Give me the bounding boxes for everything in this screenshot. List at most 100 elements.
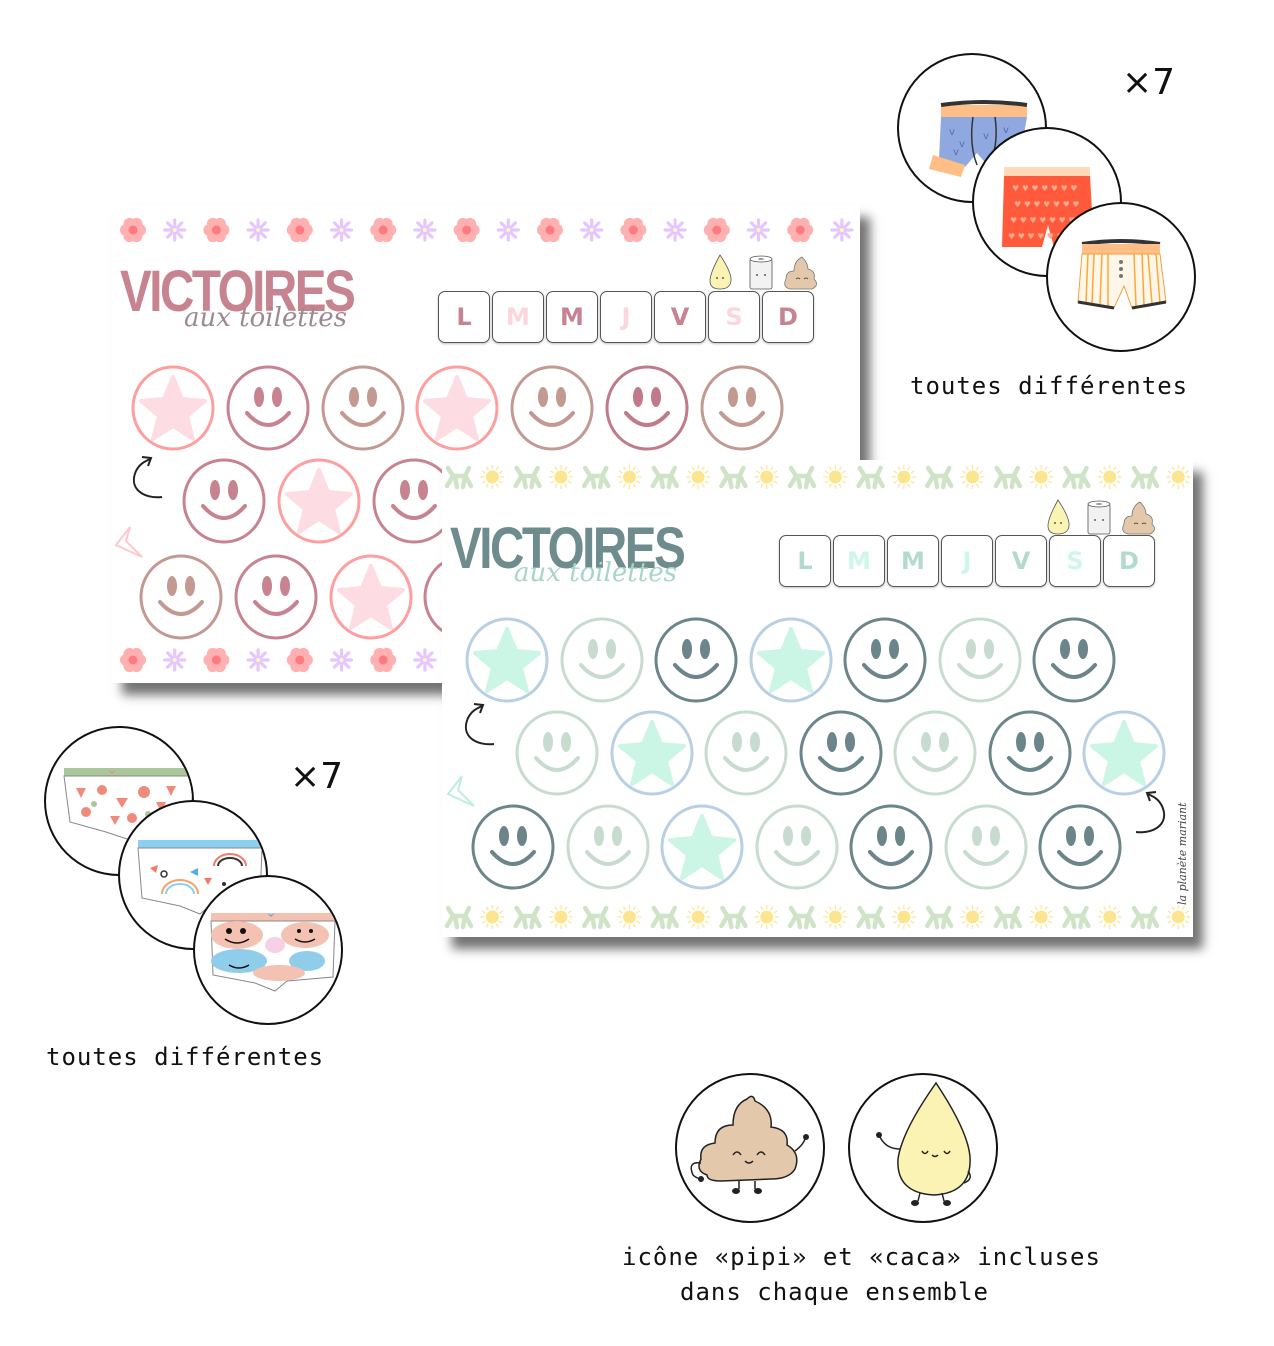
svg-text:v: v [959,139,965,150]
quantity-multiplier: ×7 [1122,62,1176,103]
sun-icon [823,905,848,929]
flower-icon [203,647,230,673]
flower-icon [703,217,730,243]
sun-icon [960,465,985,489]
chart-title: VICTOIRES [450,516,686,581]
weekday-box: D [762,291,814,343]
svg-text:v: v [949,127,955,138]
smiley-token-icon [987,710,1073,796]
sun-icon [1097,905,1122,929]
sun-icon [891,905,916,929]
curved-arrow-icon [465,703,495,746]
smiley-token-icon [943,804,1029,890]
mascots [1040,498,1180,538]
balloon-dog-icon [787,905,817,930]
star-token-icon [328,554,414,640]
smiley-token-icon [703,710,789,796]
icons-caption-line2: dans chaque ensemble [680,1278,989,1306]
smiley-token-icon [1031,617,1117,703]
toilet-paper-icon [749,255,773,290]
smiley-token-icon [798,710,884,796]
smiley-token-icon [653,617,739,703]
balloon-dog-icon [650,905,680,930]
balloon-dog-icon [924,905,954,930]
flower-icon [286,647,313,673]
signature: la planète mariant [1176,802,1189,905]
sun-icon [754,465,779,489]
flower-icon [203,217,230,243]
balloon-dog-icon [1130,905,1160,930]
toilet-paper-icon [1087,500,1111,535]
smiley-token-icon [842,617,928,703]
smiley-token-icon [699,365,785,451]
curved-arrow-icon [133,456,163,499]
daisy-icon [496,218,520,242]
sun-icon [1166,465,1191,489]
sun-icon [823,465,848,489]
sun-icon [480,465,505,489]
flower-icon [370,217,397,243]
paper-plane-icon [114,526,143,558]
smiley-token-icon [233,554,319,640]
sun-icon [1029,905,1054,929]
sun-icon [754,905,779,929]
set-caption: toutes différentes [910,372,1189,400]
chart-subtitle: aux toilettes [184,303,347,333]
svg-text:♥ ♥ ♥ ♥ ♥ ♥ ♥: ♥ ♥ ♥ ♥ ♥ ♥ ♥ [1010,216,1075,225]
weekday-box: S [1049,535,1101,587]
weekday-box: M [546,291,598,343]
star-token-icon [464,617,550,703]
smiley-token-icon [565,804,651,890]
quantity-multiplier: ×7 [290,756,344,797]
weekday-box: L [779,535,831,587]
pee-drop-character-image [848,1073,998,1223]
weekday-box: V [654,291,706,343]
smiley-token-icon [225,365,311,451]
balloon-dog-icon [513,905,542,930]
balloon-dog-icon [719,465,748,490]
balloon-dog-icon [787,465,817,490]
smiley-token-icon [754,804,840,890]
flower-icon [286,217,313,243]
smiley-token-icon [892,710,978,796]
weekday-box: V [995,535,1047,587]
daisy-icon [329,218,354,242]
smiley-token-icon [371,458,457,544]
sun-icon [686,465,711,489]
balloon-dog-icon [993,465,1023,490]
smiley-token-icon [848,804,934,890]
striped-boxer-shorts-image [1046,202,1196,352]
flower-icon [537,217,563,243]
smiley-panties-image [193,875,343,1025]
daisy-icon [163,218,187,242]
weekday-box: M [833,535,885,587]
star-token-icon [414,365,500,451]
weekday-box: L [438,291,490,343]
poop-icon [1122,501,1155,535]
curved-arrow-icon [1135,791,1165,834]
balloon-dog-icon [581,905,611,930]
balloon-dog-icon [1062,465,1091,490]
sun-icon [480,905,505,929]
star-token-icon [1081,710,1167,796]
sun-icon [617,465,642,489]
flower-icon [620,217,647,243]
smiley-token-icon [320,365,406,451]
sun-icon [1166,905,1191,929]
daisy-icon [830,218,854,242]
striped-boxer-icon [1077,239,1167,310]
daisy-icon [246,648,270,672]
weekday-box: D [1103,535,1155,587]
chart-subtitle: aux toilettes [514,558,677,588]
daisy-icon [329,648,354,672]
sun-icon [617,905,642,929]
smiley-token-icon [138,554,224,640]
set-caption: toutes différentes [46,1043,325,1071]
flower-garland-top [112,213,860,249]
balloon-dog-icon [856,905,885,930]
svg-text:♥ ♥ ♥ ♥ ♥ ♥: ♥ ♥ ♥ ♥ ♥ ♥ [1008,232,1064,241]
weekday-box: M [887,535,939,587]
star-token-icon [130,365,216,451]
balloon-dog-icon [581,465,611,490]
smiley-token-icon [604,365,690,451]
